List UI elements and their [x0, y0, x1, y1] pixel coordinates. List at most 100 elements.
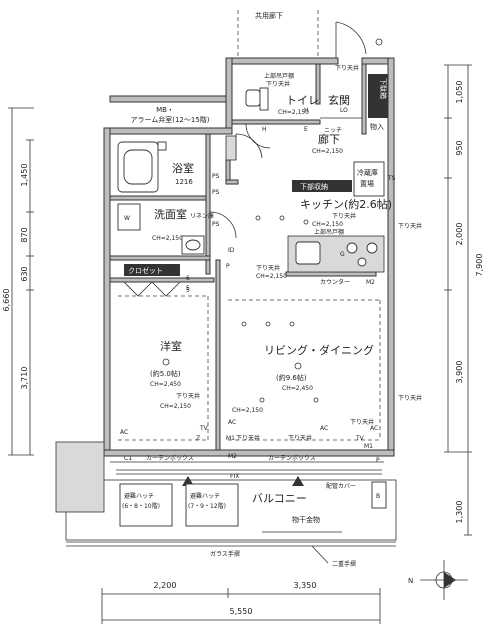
- ps-mark-2: PS: [212, 189, 220, 196]
- dim-right-1: 1,050: [455, 81, 464, 104]
- pipe-cover-label: 配管カバー: [326, 482, 356, 490]
- toilet-ceiling-height: CH=2,150: [278, 109, 309, 116]
- stove-burner-3: [357, 257, 367, 267]
- p-mark-1: P: [226, 263, 230, 270]
- evac-hatch-1-floors: (6・8・10階): [122, 502, 160, 510]
- evac-hatch-1-label: 避難ハッチ: [124, 492, 154, 500]
- lo-mark: LO: [340, 107, 348, 114]
- dim-left-1: 1,450: [20, 164, 29, 187]
- stove-burner-2: [366, 242, 378, 254]
- tv-mark-1: TV: [199, 425, 209, 432]
- toilet-drop-ceiling: 下り天井: [266, 80, 290, 88]
- dim-left-total: 6,660: [2, 289, 11, 312]
- dim-left-3: 630: [20, 266, 29, 281]
- doorbell-icon: [375, 38, 383, 46]
- kitchen-drop-ceiling-2: 下り天井: [256, 264, 280, 272]
- kitchen-upper-cabinet: 上部吊戸棚: [314, 228, 344, 236]
- western-room-label: 洋室: [160, 339, 182, 353]
- toilet-door-swing: [245, 123, 271, 149]
- g-mark: G: [340, 251, 345, 258]
- dim-right-5: 1,300: [455, 501, 464, 524]
- hallway-door-swing: [235, 133, 263, 160]
- living-ceiling: CH=2,450: [282, 385, 313, 392]
- floor-storage-box: [292, 180, 352, 192]
- ac-mark-1: AC: [120, 429, 128, 436]
- toilet-fixture: [245, 89, 261, 107]
- p-mark-2: P: [376, 457, 380, 464]
- ac-mark-3: AC: [370, 425, 378, 432]
- closet-label-box: [124, 264, 180, 276]
- double-rail-label: 二重手摺: [332, 560, 356, 568]
- downlight-8: [313, 397, 319, 403]
- id-mark: ID: [228, 247, 235, 254]
- western-ch: CH=2,150: [160, 403, 191, 410]
- dim-left-4: 3,710: [20, 367, 29, 390]
- closet-door-swing: [123, 281, 181, 297]
- counter-label: カウンター: [320, 278, 350, 286]
- hallway-ceiling-height: CH=2,150: [312, 148, 343, 155]
- m1-mark: M1: [226, 435, 235, 442]
- downlight-4: [241, 321, 247, 327]
- circle-num-5: 5: [186, 287, 190, 294]
- downlight-2: [279, 215, 285, 221]
- bath-label: 浴室: [172, 161, 194, 175]
- western-drop-ceiling: 下り天井: [176, 392, 200, 400]
- m1b-mark: M1: [364, 443, 373, 450]
- evac-hatch-2-label: 避難ハッチ: [190, 492, 220, 500]
- dim-right-total: 7,900: [475, 254, 484, 277]
- washroom-label: 洗面室: [154, 207, 187, 221]
- living-light-icon: [294, 362, 302, 370]
- b-mark: B: [376, 493, 380, 500]
- kitchen-ceiling-height: CH=2,150: [312, 221, 343, 228]
- h-mark-1: H: [262, 126, 267, 133]
- living-drop-ceiling-3: 下り天井: [350, 418, 374, 426]
- living-ch: CH=2,150: [232, 407, 263, 414]
- z-mark-1: Z: [196, 435, 200, 442]
- kitchen-label: キッチン(約2.6帖): [300, 197, 392, 211]
- dim-bottom-1: 2,200: [154, 581, 177, 590]
- double-rail-leader: [311, 545, 329, 564]
- tv-mark-2: TV: [355, 435, 365, 442]
- alarm-valve-label: アラーム弁室(12～15階): [130, 115, 209, 124]
- dim-bottom-2: 3,350: [294, 581, 317, 590]
- laundry-hanger-label: 物干金物: [292, 515, 320, 524]
- dim-right-2: 950: [455, 140, 464, 155]
- linen-label: リネン庫: [190, 212, 214, 220]
- fridge-space: [353, 161, 385, 197]
- shoe-box-label: 下駄箱: [379, 78, 388, 99]
- stove-burner-1: [346, 242, 358, 254]
- dimension-lines: [8, 64, 472, 624]
- w-mark: W: [124, 215, 130, 222]
- kitchen-ch: CH=2,150: [256, 273, 287, 280]
- ps-mark-3: PS: [212, 221, 220, 228]
- ac-mark-4: AC: [228, 419, 236, 426]
- entry-door-swing: [335, 21, 367, 58]
- curtain-box-1: カーテンボックス: [146, 454, 194, 462]
- pipe-cover: [371, 481, 387, 509]
- ts-mark: TS: [387, 175, 396, 182]
- western-room-size: (約5.0帖): [150, 369, 181, 378]
- bath-size: 1216: [175, 178, 193, 186]
- toilet-label: トイレ: [286, 94, 319, 107]
- evac-hatch-1: [119, 483, 173, 527]
- downlight-5: [265, 321, 271, 327]
- entrance-drop-ceiling: 下り天井: [335, 64, 359, 72]
- living-drop-ceiling-2: 下り天井: [288, 434, 312, 442]
- shoe-box-fixture: [368, 74, 388, 118]
- sliding-arrow-1: [182, 476, 194, 486]
- living-label: リビング・ダイニング: [264, 343, 374, 357]
- living-drop-ceiling-1: 下り天井: [236, 434, 260, 442]
- c1-mark: C1: [124, 455, 132, 462]
- dim-left-2: 870: [20, 227, 29, 242]
- western-light-icon: [162, 358, 170, 366]
- kitchen-drop-ceiling: 下り天井: [332, 212, 356, 220]
- glass-rail-label: ガラス手摺: [210, 550, 240, 558]
- downlight-6: [289, 321, 295, 327]
- e-mark: E: [304, 126, 308, 133]
- washing-machine-area: [117, 203, 141, 231]
- bathtub-inner: [123, 149, 153, 185]
- fridge-label: 冷蔵庫: [357, 168, 378, 177]
- ps-mark-1: PS: [212, 173, 220, 180]
- mb-label: MB・: [156, 106, 174, 114]
- evac-hatch-2: [185, 483, 239, 527]
